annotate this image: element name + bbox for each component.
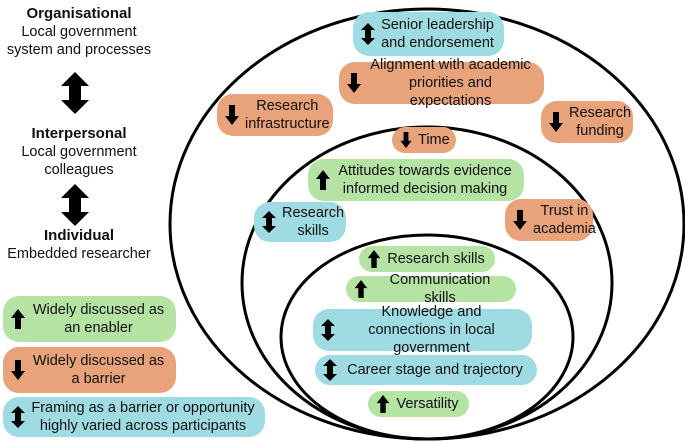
- factor-knowledge-connections: Knowledge and connections in local gover…: [313, 304, 532, 356]
- up-arrow-icon: [367, 250, 381, 268]
- factor-interpersonal-research-skills: Research skills: [254, 202, 346, 242]
- factor-senior-leadership-label: Senior leadership and endorsement: [381, 17, 494, 51]
- factor-communication-skills: Communication skills: [346, 272, 516, 306]
- factor-research-funding: Research funding: [541, 101, 633, 143]
- factor-communication-skills-label: Communication skills: [389, 272, 491, 306]
- level-individual-subtitle: Embedded researcher: [7, 246, 151, 262]
- factor-academic-alignment: Alignment with academic priorities and e…: [339, 57, 544, 109]
- down-arrow-icon: [225, 105, 239, 125]
- down-arrow-icon: [400, 132, 412, 148]
- double-arrow-icon: [323, 359, 337, 381]
- down-arrow-icon: [11, 360, 25, 380]
- factor-career-stage: Career stage and trajectory: [315, 355, 537, 385]
- factor-versatility: Versatility: [368, 391, 469, 417]
- legend-varied-label: Framing as a barrier or opportunity high…: [31, 400, 255, 434]
- factor-career-stage-label: Career stage and trajectory: [347, 362, 523, 378]
- factor-trust-academia-label: Trust in academia: [533, 203, 596, 237]
- factor-trust-academia: Trust in academia: [505, 199, 596, 241]
- factor-individual-research-skills-label: Research skills: [387, 251, 485, 267]
- factor-individual-research-skills: Research skills: [359, 246, 495, 272]
- level-organisational-title: Organisational: [26, 5, 132, 22]
- factor-time-label: Time: [418, 132, 450, 148]
- double-arrow-icon: [11, 406, 25, 428]
- legend-varied: Framing as a barrier or opportunity high…: [3, 397, 265, 437]
- up-arrow-icon: [11, 309, 25, 329]
- level-interpersonal: Interpersonal Local government colleague…: [5, 125, 153, 179]
- legend-enabler-label: Widely discussed as an enabler: [32, 302, 165, 336]
- factor-attitudes-evidence: Attitudes towards evidence informed deci…: [308, 159, 524, 201]
- down-arrow-icon: [347, 73, 361, 93]
- factor-interpersonal-research-skills-label: Research skills: [282, 205, 345, 239]
- level-organisational-subtitle: Local government system and processes: [6, 24, 152, 58]
- level-organisational: Organisational Local government system a…: [5, 5, 153, 59]
- individual-ring: [279, 233, 575, 441]
- double-arrow-icon: [361, 23, 375, 45]
- level-individual-title: Individual: [43, 227, 114, 244]
- down-arrow-icon: [513, 210, 527, 230]
- factor-time: Time: [392, 127, 456, 153]
- up-arrow-icon: [376, 395, 390, 413]
- double-arrow-icon: [60, 72, 90, 119]
- double-arrow-icon: [262, 211, 276, 233]
- level-individual: Individual Embedded researcher: [0, 227, 158, 263]
- up-arrow-icon: [354, 280, 368, 298]
- level-interpersonal-title: Interpersonal: [31, 125, 127, 142]
- double-arrow-icon: [321, 319, 335, 341]
- double-arrow-icon: [60, 184, 90, 231]
- factor-senior-leadership: Senior leadership and endorsement: [353, 12, 504, 56]
- legend-enabler: Widely discussed as an enabler: [3, 296, 176, 342]
- level-interpersonal-subtitle: Local government colleagues: [21, 144, 137, 178]
- factor-versatility-label: Versatility: [396, 396, 459, 412]
- legend-barrier-label: Widely discussed as a barrier: [32, 353, 165, 387]
- factor-attitudes-evidence-label: Attitudes towards evidence informed deci…: [338, 163, 512, 197]
- legend-barrier: Widely discussed as a barrier: [3, 347, 176, 393]
- factor-research-infrastructure-label: Research infrastructure: [245, 98, 330, 132]
- factor-academic-alignment-label: Alignment with academic priorities and e…: [370, 57, 531, 109]
- down-arrow-icon: [549, 112, 563, 132]
- factor-research-infrastructure: Research infrastructure: [217, 94, 333, 136]
- up-arrow-icon: [316, 170, 330, 190]
- factor-knowledge-connections-label: Knowledge and connections in local gover…: [368, 304, 495, 356]
- factor-research-funding-label: Research funding: [569, 105, 632, 139]
